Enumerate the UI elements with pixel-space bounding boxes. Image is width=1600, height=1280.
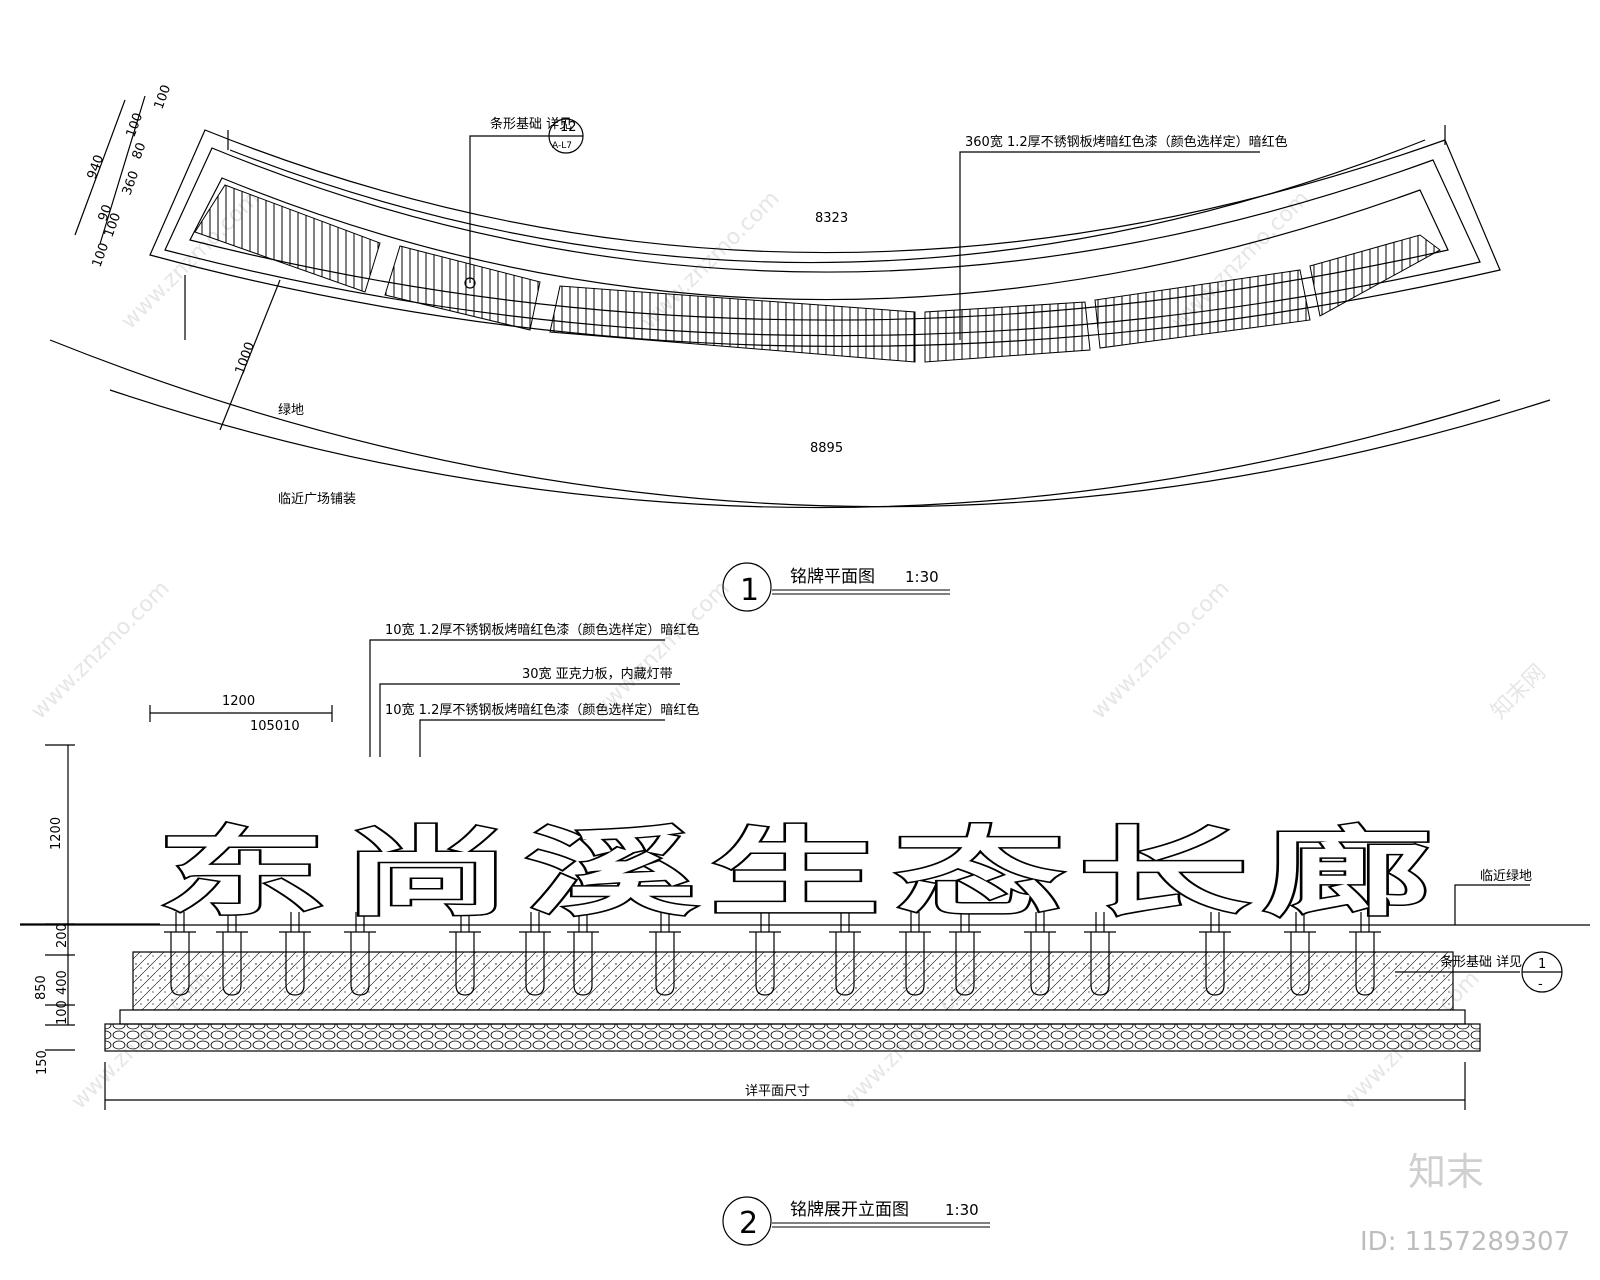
- plan-green-label: 绿地: [278, 403, 304, 418]
- plan-dim-part: 100: [124, 111, 147, 139]
- anchor-bolt: [519, 912, 551, 996]
- sign-letter: 溪: [526, 817, 697, 929]
- plan-dim-part: 360: [120, 169, 143, 197]
- sign-letter: 态: [895, 817, 1065, 929]
- arc-dim-8895: [109, 389, 1501, 509]
- elev-foundation-right: 条形基础 详见: [1440, 954, 1522, 970]
- elev-dim-found-part: 400: [55, 970, 70, 995]
- plan-scale: 1:30: [905, 568, 939, 586]
- plan-number: 1: [740, 573, 759, 608]
- plan-plaza-label: 临近广场铺装: [278, 492, 356, 507]
- plan-dim-part: 90: [96, 203, 116, 224]
- sign-letters: 东尚溪生态长廊: [156, 816, 1434, 931]
- elev-dim-stroke: 105010: [250, 719, 300, 734]
- elev-dim-height: 1200: [49, 817, 64, 850]
- elev-bottom-dim: 详平面尺寸: [745, 1084, 810, 1099]
- elevation-scale: 1:30: [945, 1201, 979, 1219]
- anchor-bolt: [216, 912, 248, 996]
- anchor-bolt: [1024, 912, 1056, 996]
- anchor-bolt: [1084, 912, 1116, 996]
- anchor-bolts: [164, 912, 1381, 996]
- plan-ref-bottom: A-L7: [552, 141, 572, 151]
- elev-dim-found-total: 850: [34, 975, 49, 1000]
- elevation-title-block: 2 铭牌展开立面图 1:30: [722, 1196, 990, 1246]
- plan-dim-part: 80: [130, 141, 150, 162]
- elev-green-right: 临近绿地: [1480, 869, 1532, 884]
- sign-letter: 尚: [342, 817, 512, 929]
- elevation-view: [20, 639, 1590, 1110]
- watermark-site: www.znzmo.com: [1087, 576, 1235, 724]
- plan-foundation-note: 条形基础 详见: [490, 116, 572, 132]
- plan-panel-note: 360宽 1.2厚不锈钢板烤暗红色漆（颜色选样定）暗红色: [965, 134, 1288, 150]
- elev-dim-found-part: 200: [55, 923, 70, 948]
- arc-green-edge: [49, 339, 1551, 508]
- plan-dim-part: 100: [90, 241, 113, 269]
- plan-title: 铭牌平面图: [790, 567, 875, 587]
- watermark-brand: 知末: [1408, 1150, 1484, 1194]
- arc-dim-8323: [229, 139, 1426, 264]
- sign-letter: 廊: [1263, 817, 1433, 929]
- plan-dim-part: 100: [152, 83, 175, 111]
- elev-note-1: 10宽 1.2厚不锈钢板烤暗红色漆（颜色选样定）暗红色: [385, 622, 699, 638]
- anchor-bolt: [899, 912, 931, 996]
- anchor-bolt: [1199, 912, 1231, 996]
- plan-title-block: 1 铭牌平面图 1:30: [722, 562, 950, 612]
- anchor-bolt: [449, 912, 481, 996]
- elev-note-3: 10宽 1.2厚不锈钢板烤暗红色漆（颜色选样定）暗红色: [385, 702, 699, 718]
- plan-dim-depth: 1000: [233, 340, 258, 376]
- elev-dim-found-part: 150: [35, 1050, 50, 1075]
- base-course: [119, 1009, 1466, 1025]
- elev-dim-width: 1200: [222, 694, 255, 709]
- elev-note-2: 30宽 亚克力板，内藏灯带: [522, 666, 673, 682]
- sign-letter: 生: [710, 817, 880, 929]
- anchor-bolt: [164, 912, 196, 996]
- anchor-bolt: [949, 912, 981, 996]
- plan-ref-top: 12: [560, 120, 577, 135]
- sign-letter: 长: [1079, 817, 1249, 929]
- elev-ref-top: 1: [1538, 957, 1546, 972]
- plan-panel-segments: [194, 184, 1441, 363]
- watermark-site-cn: 知末网: [1487, 660, 1551, 724]
- elevation-title: 铭牌展开立面图: [790, 1200, 909, 1220]
- anchor-bolt: [279, 912, 311, 996]
- anchor-bolt: [1284, 912, 1316, 996]
- anchor-bolt: [1349, 912, 1381, 996]
- plan-dim-outer-arc: 8895: [810, 441, 843, 456]
- anchor-bolt: [829, 912, 861, 996]
- anchor-bolt: [749, 912, 781, 996]
- watermark-site: www.znzmo.com: [27, 576, 175, 724]
- elev-dim-found-part: 100: [55, 1000, 70, 1025]
- plan-dim-total: 940: [85, 153, 108, 181]
- anchor-bolt: [344, 912, 376, 996]
- plan-view: [49, 95, 1551, 509]
- elev-ref-bottom: -: [1538, 977, 1543, 992]
- leader-foundation: [469, 135, 570, 283]
- gravel-bed: [104, 1023, 1481, 1052]
- plan-dim-inner-arc: 8323: [815, 211, 848, 226]
- elevation-number: 2: [739, 1206, 758, 1241]
- watermark-id: ID: 1157289307: [1360, 1227, 1570, 1257]
- anchor-bolt: [649, 912, 681, 996]
- concrete-foundation: [132, 951, 1454, 1011]
- anchor-bolt: [567, 912, 599, 996]
- leader-panel: [959, 151, 1260, 340]
- sign-letter: 东: [157, 817, 327, 929]
